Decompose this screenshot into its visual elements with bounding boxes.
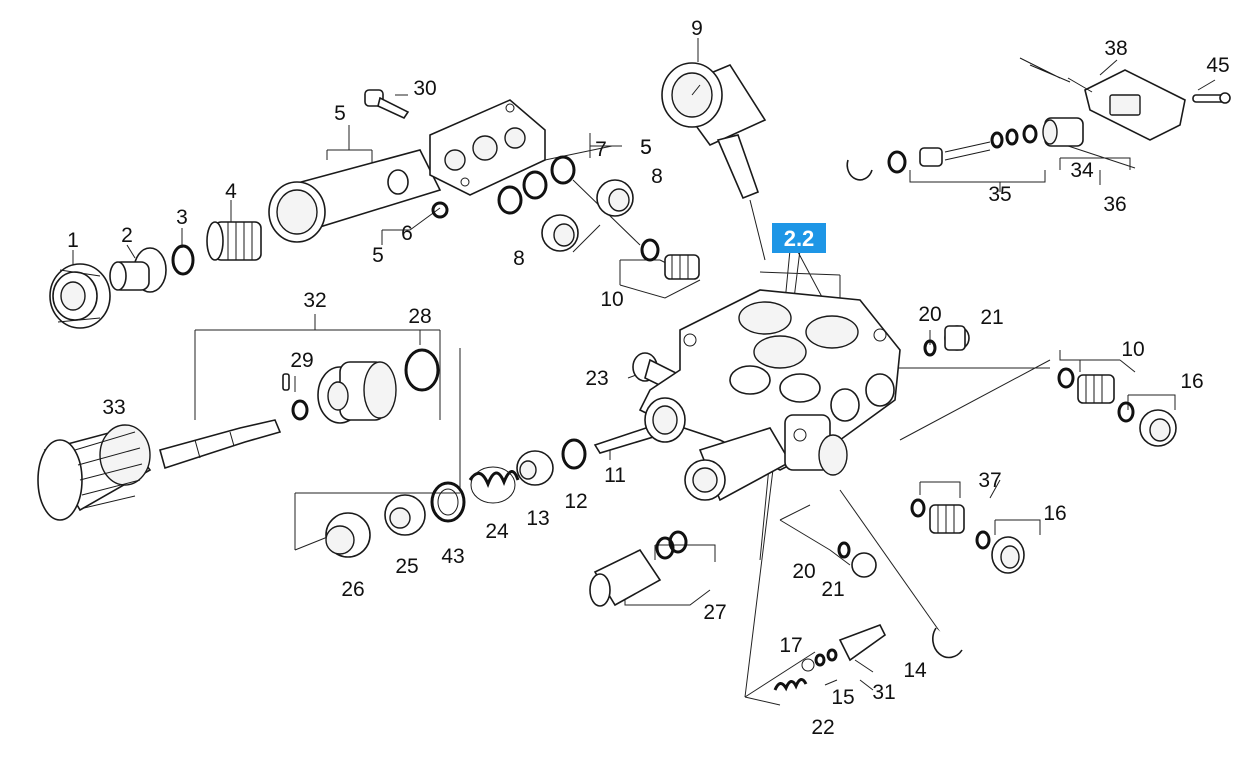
label-part: 8 bbox=[651, 165, 663, 188]
part-28-o-ring bbox=[404, 348, 440, 392]
label-part: 6 bbox=[401, 222, 413, 245]
label-part: 10 bbox=[1121, 338, 1144, 361]
label-part: 5 bbox=[640, 136, 652, 159]
label-part: 43 bbox=[441, 545, 464, 568]
part-14-fitting bbox=[838, 623, 887, 662]
label-part: 29 bbox=[290, 349, 313, 372]
part-circlip bbox=[932, 627, 963, 659]
part-10-valve-top bbox=[640, 238, 700, 280]
label-part: 13 bbox=[526, 507, 549, 530]
part-20-21-plug-upper bbox=[923, 325, 970, 357]
label-part: 22 bbox=[811, 716, 834, 739]
label-part: 30 bbox=[413, 77, 436, 100]
part-33-knob bbox=[37, 424, 152, 521]
label-part: 25 bbox=[395, 555, 418, 578]
part-30-screw bbox=[364, 89, 410, 120]
part-24-spring bbox=[468, 466, 520, 504]
label-part: 31 bbox=[872, 681, 895, 704]
label-part: 5 bbox=[334, 102, 346, 125]
label-part: 12 bbox=[564, 490, 587, 513]
label-part: 38 bbox=[1104, 37, 1127, 60]
part-38-pressure-switch bbox=[1019, 57, 1186, 141]
part-labels: 1 2 3 4 5 30 5 6 5 7 5 8 8 10 9 38 45 35… bbox=[67, 17, 1230, 739]
part-26-seal-holder bbox=[325, 512, 371, 558]
part-22-spring bbox=[773, 678, 808, 692]
label-part: 21 bbox=[980, 306, 1003, 329]
label-part: 24 bbox=[485, 520, 509, 543]
label-part: 15 bbox=[831, 686, 854, 709]
label-part: 16 bbox=[1043, 502, 1066, 525]
part-7-o-rings bbox=[497, 155, 576, 215]
part-2-fitting bbox=[109, 247, 167, 293]
part-43-ring bbox=[430, 481, 466, 523]
assembly-2-2-badge: 2.2 bbox=[772, 223, 826, 253]
label-part: 11 bbox=[604, 464, 626, 487]
part-45-screw bbox=[1192, 92, 1231, 104]
part-10-valve-right bbox=[1057, 367, 1115, 404]
label-part: 14 bbox=[903, 659, 927, 682]
label-part: 21 bbox=[821, 578, 844, 601]
badge-label: 2.2 bbox=[784, 226, 815, 251]
part-35-piston-assembly bbox=[846, 117, 1084, 181]
part-16-cap-lower bbox=[975, 530, 1025, 574]
label-part: 26 bbox=[341, 578, 364, 601]
part-4-filter bbox=[206, 221, 262, 261]
part-20-21-plug-lower bbox=[837, 541, 877, 578]
part-8-cap-lower bbox=[541, 214, 579, 252]
part-25-seal bbox=[384, 494, 426, 536]
part-13-valve-seat bbox=[516, 450, 554, 486]
part-17-15-31-balls bbox=[801, 648, 838, 672]
label-part: 37 bbox=[978, 469, 1001, 492]
label-part: 33 bbox=[102, 396, 125, 419]
label-part: 23 bbox=[585, 367, 608, 390]
part-6-o-ring bbox=[431, 201, 449, 219]
part-3-o-ring bbox=[171, 244, 195, 276]
label-part: 20 bbox=[918, 303, 941, 326]
part-37-valve bbox=[910, 498, 965, 534]
part-32-housing bbox=[317, 361, 397, 424]
label-part: 32 bbox=[303, 289, 326, 312]
label-part: 9 bbox=[691, 17, 703, 40]
part-1-nut bbox=[49, 263, 111, 329]
label-part: 10 bbox=[600, 288, 623, 311]
label-part: 5 bbox=[372, 244, 384, 267]
part-5-cylinder bbox=[268, 149, 442, 243]
part-flange-block bbox=[429, 99, 546, 196]
label-part: 17 bbox=[779, 634, 802, 657]
part-16-cap-right bbox=[1117, 401, 1177, 447]
main-pump-head bbox=[638, 289, 901, 502]
label-part: 20 bbox=[792, 560, 815, 583]
label-part: 45 bbox=[1206, 54, 1229, 77]
label-part: 35 bbox=[988, 183, 1011, 206]
part-9-pressure-gauge bbox=[661, 62, 767, 261]
part-27-outlet-fitting bbox=[589, 530, 688, 607]
label-part: 2 bbox=[121, 224, 133, 247]
label-part: 34 bbox=[1070, 159, 1094, 182]
label-part: 1 bbox=[67, 229, 79, 252]
label-part: 28 bbox=[408, 305, 431, 328]
label-part: 36 bbox=[1103, 193, 1126, 216]
part-29-ring bbox=[282, 373, 309, 421]
part-32-shaft bbox=[159, 419, 282, 470]
label-part: 7 bbox=[595, 138, 607, 161]
label-part: 16 bbox=[1180, 370, 1203, 393]
label-part: 5 bbox=[640, 136, 652, 159]
label-part: 27 bbox=[703, 601, 726, 624]
label-part: 4 bbox=[225, 180, 237, 203]
label-part: 3 bbox=[176, 206, 188, 229]
part-12-o-ring bbox=[561, 438, 587, 470]
label-part: 8 bbox=[513, 247, 525, 270]
part-8-cap-upper bbox=[596, 179, 634, 217]
